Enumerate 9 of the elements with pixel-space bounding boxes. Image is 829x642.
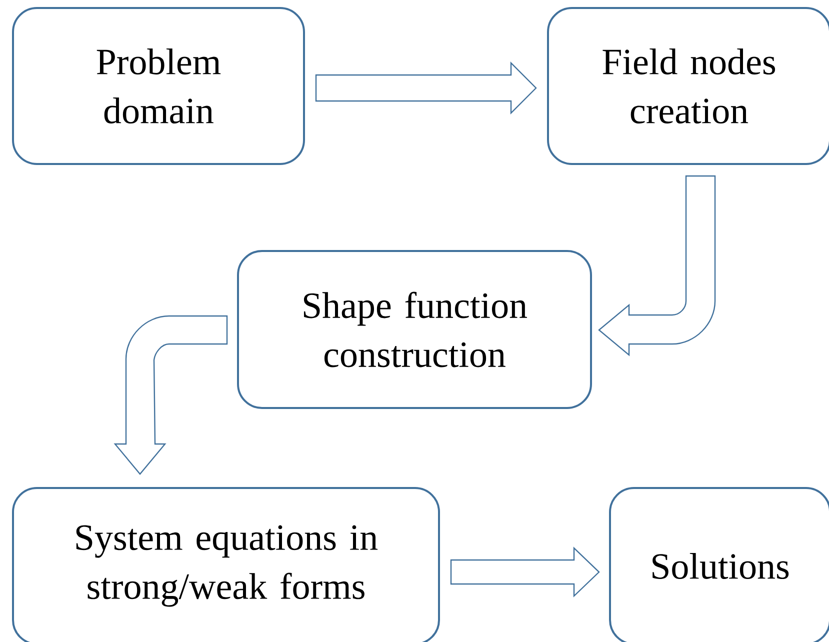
block-arrow [598,175,716,356]
process-box: System equations in strong/weak forms [12,487,440,642]
process-box: Shape function construction [237,250,592,409]
process-box: Field nodes creation [547,7,829,165]
block-arrow [315,62,537,114]
block-arrow [450,546,600,598]
process-box: Solutions [609,487,829,642]
block-arrow [114,315,228,475]
process-box: Problem domain [12,7,305,165]
